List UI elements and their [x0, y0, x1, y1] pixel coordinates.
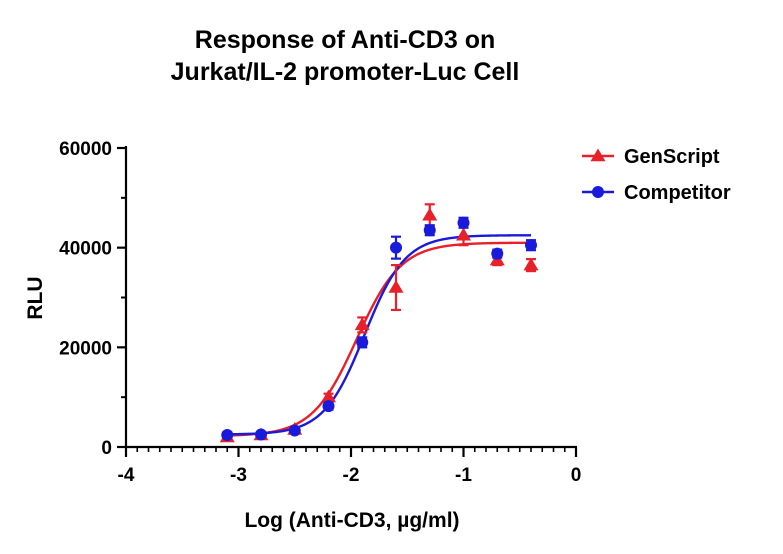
- data-point-competitor: [423, 224, 436, 237]
- y-tick-label: 20000: [59, 338, 112, 359]
- data-point-genscript: [523, 257, 539, 271]
- fit-curves: [227, 234, 532, 437]
- x-tick-label: 0: [571, 465, 582, 486]
- data-points: [219, 203, 539, 443]
- data-point-competitor: [457, 216, 470, 229]
- axes: 0 20000 40000 60000 -4 -3 -2 -1 0: [59, 139, 581, 486]
- x-axis-label: Log (Anti-CD3, µg/ml): [244, 509, 459, 532]
- chart-title-line1: Response of Anti-CD3 on: [195, 26, 495, 54]
- data-point-competitor: [356, 336, 369, 349]
- x-tick-label: -1: [455, 465, 472, 486]
- data-point-competitor: [525, 239, 537, 252]
- data-point-competitor: [390, 241, 402, 254]
- data-point-genscript: [456, 227, 471, 241]
- data-point-genscript: [422, 207, 438, 221]
- data-point-competitor: [288, 424, 301, 437]
- chart-title-line2: Jurkat/IL-2 promoter-Luc Cell: [171, 58, 520, 86]
- data-point-competitor: [491, 247, 504, 260]
- y-tick-label: 60000: [59, 139, 112, 160]
- data-point-genscript: [388, 280, 404, 293]
- legend-label: GenScript: [624, 146, 720, 168]
- legend-marker: [592, 186, 604, 198]
- fit-curve-genscript: [227, 241, 531, 437]
- data-point-genscript: [321, 389, 336, 403]
- x-tick-label: -3: [230, 465, 247, 486]
- data-point-genscript: [354, 317, 370, 331]
- x-tick-label: -2: [343, 465, 360, 486]
- data-point-competitor: [322, 400, 335, 413]
- data-point-competitor: [255, 428, 267, 441]
- legend-marker: [590, 148, 606, 162]
- y-tick-label: 40000: [59, 239, 112, 260]
- legend-label: Competitor: [624, 182, 731, 204]
- data-point-competitor: [221, 429, 234, 442]
- fit-curve-competitor: [227, 234, 532, 436]
- y-axis-label: RLU: [24, 276, 47, 319]
- x-tick-label: -4: [118, 465, 135, 486]
- y-tick-label: 0: [101, 438, 112, 459]
